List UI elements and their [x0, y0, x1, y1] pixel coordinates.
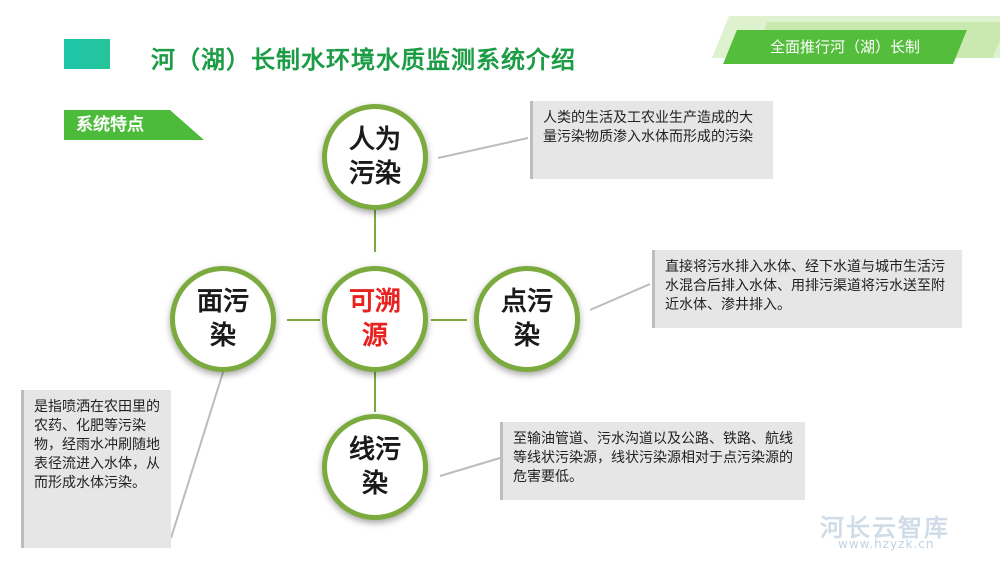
description-area-pollution: 是指喷洒在农田里的农药、化肥等污染物，经雨水冲刷随地表径流进入水体，从而形成水体… [21, 390, 171, 548]
node-label: 可溯源 [348, 287, 401, 351]
node-line-pollution: 线污染 [322, 414, 428, 520]
section-tag-label: 系统特点 [76, 115, 144, 135]
watermark-url: www.hzyzk.cn [838, 537, 935, 551]
callout-left [170, 365, 226, 539]
node-point-pollution: 点污染 [474, 266, 580, 372]
description-point-pollution: 直接将污水排入水体、经下水道与城市生活污水混合后排入水体、用排污渠道将污水送至附… [652, 250, 962, 328]
callout-bottom [439, 457, 501, 477]
title-accent-block [64, 39, 110, 69]
description-human-pollution: 人类的生活及工农业生产造成的大量污染物质渗入水体而形成的污染 [530, 101, 773, 179]
node-label: 线污染 [348, 435, 401, 499]
callout-top [437, 137, 529, 159]
description-line-pollution: 至输油管道、污水沟道以及公路、铁路、航线等线状污染源，线状污染源相对于点污染源的… [500, 422, 805, 500]
node-traceable: 可溯源 [322, 266, 428, 372]
watermark-name: 河长云智库 [820, 514, 950, 542]
node-label: 面污染 [196, 287, 249, 351]
node-label: 点污染 [500, 287, 553, 351]
node-label: 人为污染 [348, 125, 401, 189]
callout-right [589, 283, 651, 311]
node-human-pollution: 人为污染 [322, 104, 428, 210]
banner-text: 全面推行河（湖）长制 [769, 38, 920, 56]
page-title: 河（湖）长制水环境水质监测系统介绍 [151, 46, 576, 74]
node-area-pollution: 面污染 [170, 266, 276, 372]
